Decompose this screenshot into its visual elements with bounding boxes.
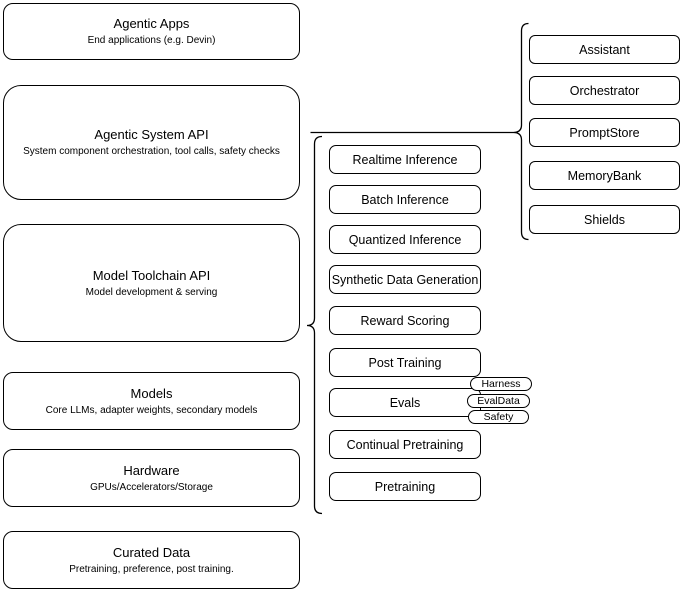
node-label: Evals [389, 395, 421, 410]
node-evals: Evals [329, 388, 481, 417]
node-agentic-system-api: Agentic System API System component orch… [3, 85, 300, 200]
node-promptstore: PromptStore [529, 118, 680, 147]
node-title: Hardware [123, 462, 180, 478]
node-subtitle: Core LLMs, adapter weights, secondary mo… [45, 404, 258, 416]
node-subtitle: End applications (e.g. Devin) [87, 35, 216, 46]
tag-safety: Safety [468, 410, 529, 424]
node-label: Synthetic Data Generation [331, 272, 479, 287]
node-label: Batch Inference [361, 192, 449, 207]
node-memorybank: MemoryBank [529, 161, 680, 190]
tag-label: Safety [483, 411, 514, 423]
system-components-brace [513, 22, 529, 241]
node-pretraining: Pretraining [329, 472, 481, 501]
node-subtitle: GPUs/Accelerators/Storage [90, 481, 213, 493]
node-label: Pretraining [374, 479, 436, 494]
tag-harness: Harness [470, 377, 532, 391]
node-label: Realtime Inference [352, 152, 458, 167]
node-label: Reward Scoring [360, 313, 450, 328]
node-label: PromptStore [569, 125, 640, 140]
node-label: MemoryBank [567, 168, 642, 183]
node-label: Orchestrator [569, 83, 640, 98]
node-models: Models Core LLMs, adapter weights, secon… [3, 372, 300, 430]
node-title: Curated Data [112, 544, 191, 560]
node-synthetic-data-generation: Synthetic Data Generation [329, 265, 481, 294]
tag-label: Harness [481, 378, 521, 390]
node-batch-inference: Batch Inference [329, 185, 481, 214]
node-title: Model Toolchain API [92, 267, 211, 283]
toolchain-brace [306, 135, 323, 515]
tag-label: EvalData [477, 395, 520, 407]
node-label: Post Training [368, 355, 442, 370]
node-realtime-inference: Realtime Inference [329, 145, 481, 174]
node-label: Quantized Inference [348, 232, 462, 247]
node-title: Agentic System API [94, 127, 209, 142]
node-assistant: Assistant [529, 35, 680, 64]
node-subtitle: System component orchestration, tool cal… [23, 146, 280, 157]
node-model-toolchain-api: Model Toolchain API Model development & … [3, 224, 300, 342]
node-subtitle: Pretraining, preference, post training. [69, 563, 234, 575]
node-reward-scoring: Reward Scoring [329, 306, 481, 335]
node-post-training: Post Training [329, 348, 481, 377]
node-orchestrator: Orchestrator [529, 76, 680, 105]
node-curated-data: Curated Data Pretraining, preference, po… [3, 531, 300, 589]
node-label: Shields [584, 212, 625, 227]
node-quantized-inference: Quantized Inference [329, 225, 481, 254]
node-subtitle: Model development & serving [85, 286, 218, 298]
node-label: Assistant [579, 42, 630, 57]
node-hardware: Hardware GPUs/Accelerators/Storage [3, 449, 300, 507]
node-label: Continual Pretraining [346, 437, 464, 452]
tag-evaldata: EvalData [467, 394, 530, 408]
node-continual-pretraining: Continual Pretraining [329, 430, 481, 459]
node-title: Agentic Apps [113, 16, 190, 31]
node-title: Models [130, 385, 173, 401]
node-shields: Shields [529, 205, 680, 234]
node-agentic-apps: Agentic Apps End applications (e.g. Devi… [3, 3, 300, 60]
